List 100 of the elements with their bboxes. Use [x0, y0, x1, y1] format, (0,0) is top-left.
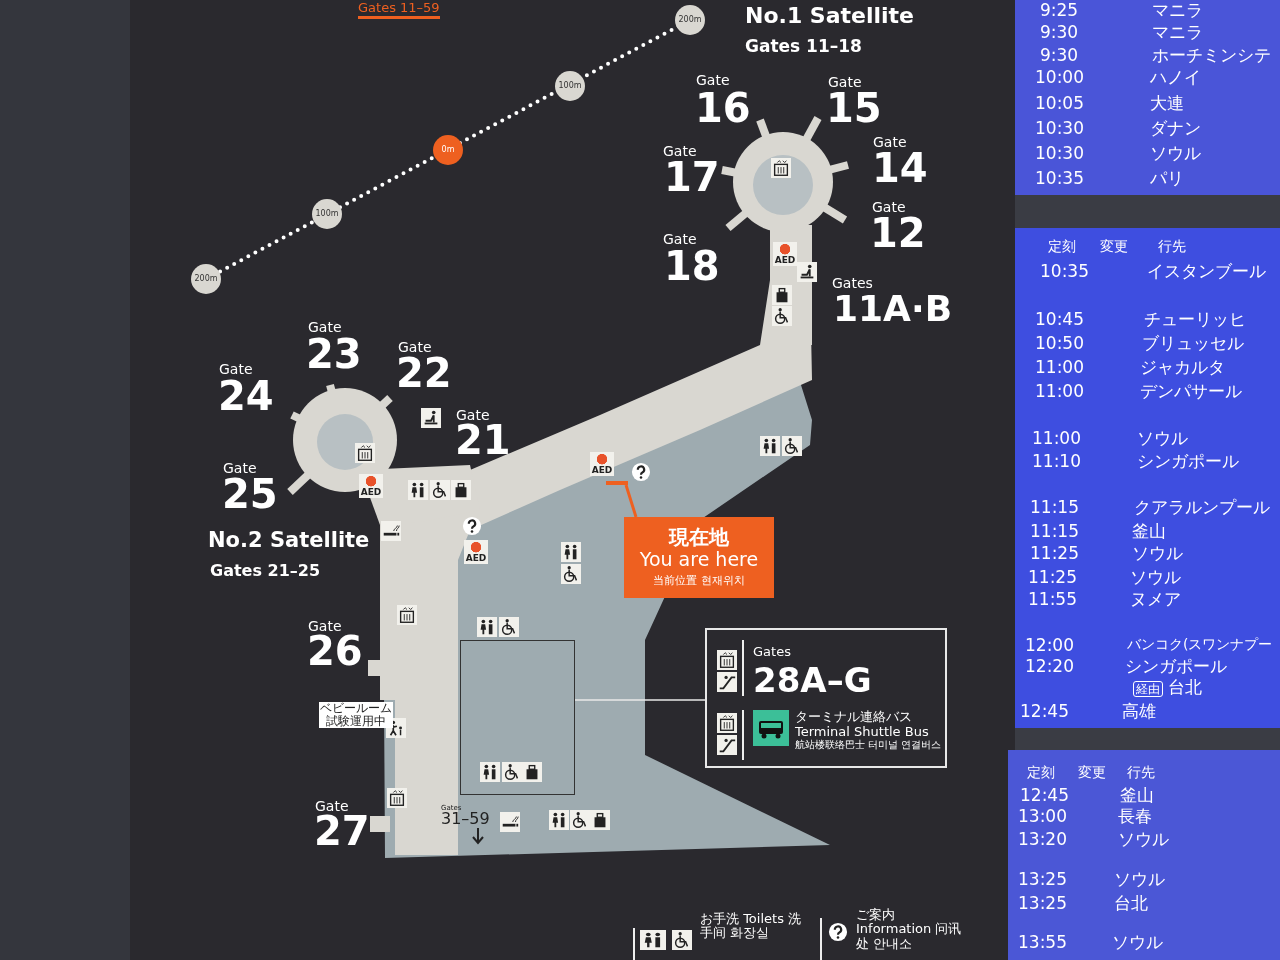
gate-word: Gate [873, 135, 907, 149]
destination: 台北 [1168, 679, 1202, 696]
aed-sign: AED [464, 540, 488, 564]
you-are-here-callout [624, 517, 774, 598]
departure-time: 9:30 [1040, 24, 1079, 41]
departure-time: 11:25 [1028, 569, 1077, 586]
gate-word: Gate [696, 73, 730, 87]
gate-number: 23 [306, 334, 362, 374]
gate-word: Gate [315, 799, 349, 813]
baby-room-sign: ベビールーム試験運用中 [319, 702, 393, 729]
gate-word: Gate [872, 200, 906, 214]
shuttle-bus-title: ターミナル連絡バス [795, 710, 912, 723]
column-header: 定刻 [1027, 765, 1055, 779]
column-header: 定刻 [1048, 239, 1076, 253]
column-header: 行先 [1127, 765, 1155, 779]
column-header: 変更 [1078, 765, 1106, 779]
departure-time: 9:25 [1040, 2, 1079, 19]
destination: 大連 [1150, 95, 1184, 112]
column-header: 行先 [1158, 239, 1186, 253]
gate-number: 18 [664, 246, 720, 286]
departure-time: 10:05 [1035, 95, 1084, 112]
destination: 長春 [1118, 808, 1152, 825]
destination: ソウル [1130, 569, 1181, 586]
location-title: You are here [638, 550, 760, 569]
destination: ソウル [1118, 831, 1169, 848]
location-marker [606, 481, 628, 485]
gate-number: 12 [870, 213, 926, 253]
departure-time: 11:15 [1030, 499, 1079, 516]
destination: シンガポール [1137, 453, 1239, 470]
gate-number: 24 [218, 376, 274, 416]
departure-time: 13:20 [1018, 831, 1067, 848]
aed-sign: AED [590, 452, 614, 476]
departure-time: 11:55 [1028, 591, 1077, 608]
destination: デンパサール [1140, 383, 1242, 400]
destination: マニラ [1152, 24, 1203, 41]
gate-number: 21 [455, 420, 511, 460]
destination: ダナン [1150, 120, 1201, 137]
gate-word: Gate [223, 461, 257, 475]
departure-time: 10:00 [1035, 69, 1084, 86]
destination: ジャカルタ [1140, 359, 1225, 376]
destination: ソウル [1112, 934, 1163, 951]
departure-time: 10:30 [1035, 120, 1084, 137]
departure-time: 10:30 [1035, 145, 1084, 162]
gate-word: Gate [663, 144, 697, 158]
gate-number: 11A·B [833, 291, 953, 327]
destination: マニラ [1152, 2, 1203, 19]
destination: パリ [1150, 170, 1184, 187]
departure-time: 10:35 [1035, 170, 1084, 187]
gate-area-outline [460, 640, 575, 795]
legend-text: ご案内 Information 问讯处 안내소 [856, 908, 963, 951]
destination: チューリッヒ [1144, 311, 1246, 328]
gate-number: 26 [307, 631, 363, 671]
departure-time: 11:00 [1035, 383, 1084, 400]
departure-time: 10:50 [1035, 335, 1084, 352]
departure-time: 13:25 [1018, 871, 1067, 888]
column-header: 変更 [1100, 239, 1128, 253]
legend-text: お手洗 Toilets 洗手间 화장실 [700, 912, 803, 941]
gates-range: Gates 11–18 [745, 38, 862, 55]
gates-heading: Gates [753, 645, 791, 658]
destination: ソウル [1132, 545, 1183, 562]
gate-number: 16 [695, 88, 751, 128]
departure-time: 11:00 [1032, 430, 1081, 447]
departure-time: 9:30 [1040, 47, 1079, 64]
destination: ソウル [1137, 430, 1188, 447]
departure-time: 13:25 [1018, 895, 1067, 912]
gates-range: Gates 11–59 [358, 1, 440, 19]
leader-line [624, 484, 638, 518]
departure-time: 11:00 [1035, 359, 1084, 376]
departure-time: 13:00 [1018, 808, 1067, 825]
departure-time: 12:20 [1025, 658, 1074, 675]
gate-word: Gate [398, 340, 432, 354]
departure-time: 11:15 [1030, 523, 1079, 540]
departure-time: 12:45 [1020, 703, 1069, 720]
destination: ブリュッセル [1142, 335, 1244, 352]
destination: クアラルンプール [1134, 499, 1270, 516]
destination: バンコク(スワンナプー [1127, 637, 1273, 651]
shuttle-bus-subtitle: 航站楼联络巴士 터미널 연결버스 [795, 740, 942, 750]
gate-number: 14 [872, 148, 928, 188]
departure-time: 11:10 [1032, 453, 1081, 470]
gate-word: Gate [219, 362, 253, 376]
destination: ハノイ [1150, 69, 1201, 86]
gate-word: Gate [308, 619, 342, 633]
destination: イスタンブール [1147, 263, 1266, 280]
destination: 釜山 [1120, 787, 1154, 804]
gate-number: 27 [314, 811, 370, 851]
departure-time: 10:35 [1040, 263, 1089, 280]
satellite-name: No.1 Satellite [745, 5, 915, 27]
gate-word: Gates [832, 276, 873, 290]
destination: 釜山 [1132, 523, 1166, 540]
departure-time: 11:25 [1030, 545, 1079, 562]
gate-range: 28A–G [753, 663, 872, 697]
gate-number: 15 [826, 88, 882, 128]
departure-time: 13:55 [1018, 934, 1067, 951]
aed-sign: AED [773, 242, 797, 266]
destination: 高雄 [1122, 703, 1156, 720]
gate-word: Gate [663, 232, 697, 246]
destination: ソウル [1114, 871, 1165, 888]
location-title: 現在地 [667, 527, 730, 547]
aed-sign: AED [359, 474, 383, 498]
destination: 台北 [1114, 895, 1148, 912]
